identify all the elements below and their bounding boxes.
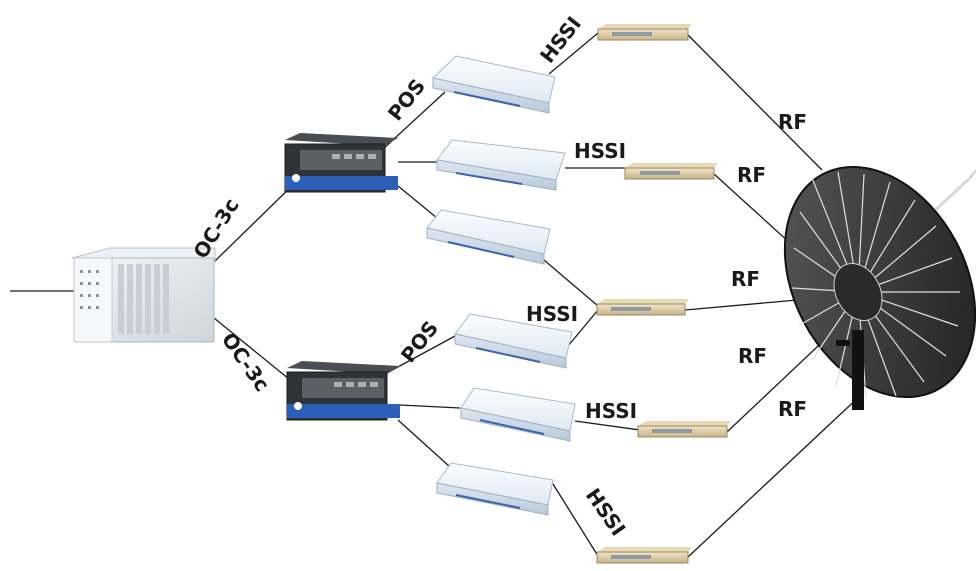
label-hssi-2: HSSI <box>574 139 626 163</box>
label-pos-top: POS <box>383 74 430 125</box>
labels: OC-3c OC-3c POS POS HSSI HSSI HSSI HSSI … <box>188 12 807 540</box>
mux-bottom <box>286 361 400 421</box>
label-hssi-3: HSSI <box>526 302 578 326</box>
modem-3 <box>596 299 689 316</box>
router-2 <box>436 139 566 191</box>
modem-2 <box>624 163 718 180</box>
label-oc3c-bottom: OC-3c <box>217 328 275 396</box>
oc3c-bottom-line <box>213 317 301 389</box>
label-rf-5: RF <box>778 397 807 421</box>
router-1 <box>431 55 556 114</box>
label-hssi-4: HSSI <box>585 399 637 423</box>
modem-1 <box>597 24 692 41</box>
label-rf-3: RF <box>731 267 760 291</box>
label-hssi-1: HSSI <box>535 12 586 68</box>
label-pos-bottom: POS <box>396 316 443 367</box>
router-5 <box>460 387 576 442</box>
satellite-dish <box>783 165 976 410</box>
label-hssi-5: HSSI <box>581 484 631 540</box>
modem-4 <box>637 421 731 438</box>
label-oc3c-top: OC-3c <box>188 194 243 263</box>
router-3 <box>426 209 551 265</box>
modem-5 <box>596 547 692 564</box>
core-switch-chassis <box>71 247 216 343</box>
router-4 <box>454 313 573 369</box>
label-rf-2: RF <box>737 163 766 187</box>
label-rf-4: RF <box>738 344 767 368</box>
connectors <box>10 32 863 558</box>
mux-top <box>284 133 398 193</box>
label-rf-1: RF <box>778 110 807 134</box>
router-6 <box>436 462 554 516</box>
